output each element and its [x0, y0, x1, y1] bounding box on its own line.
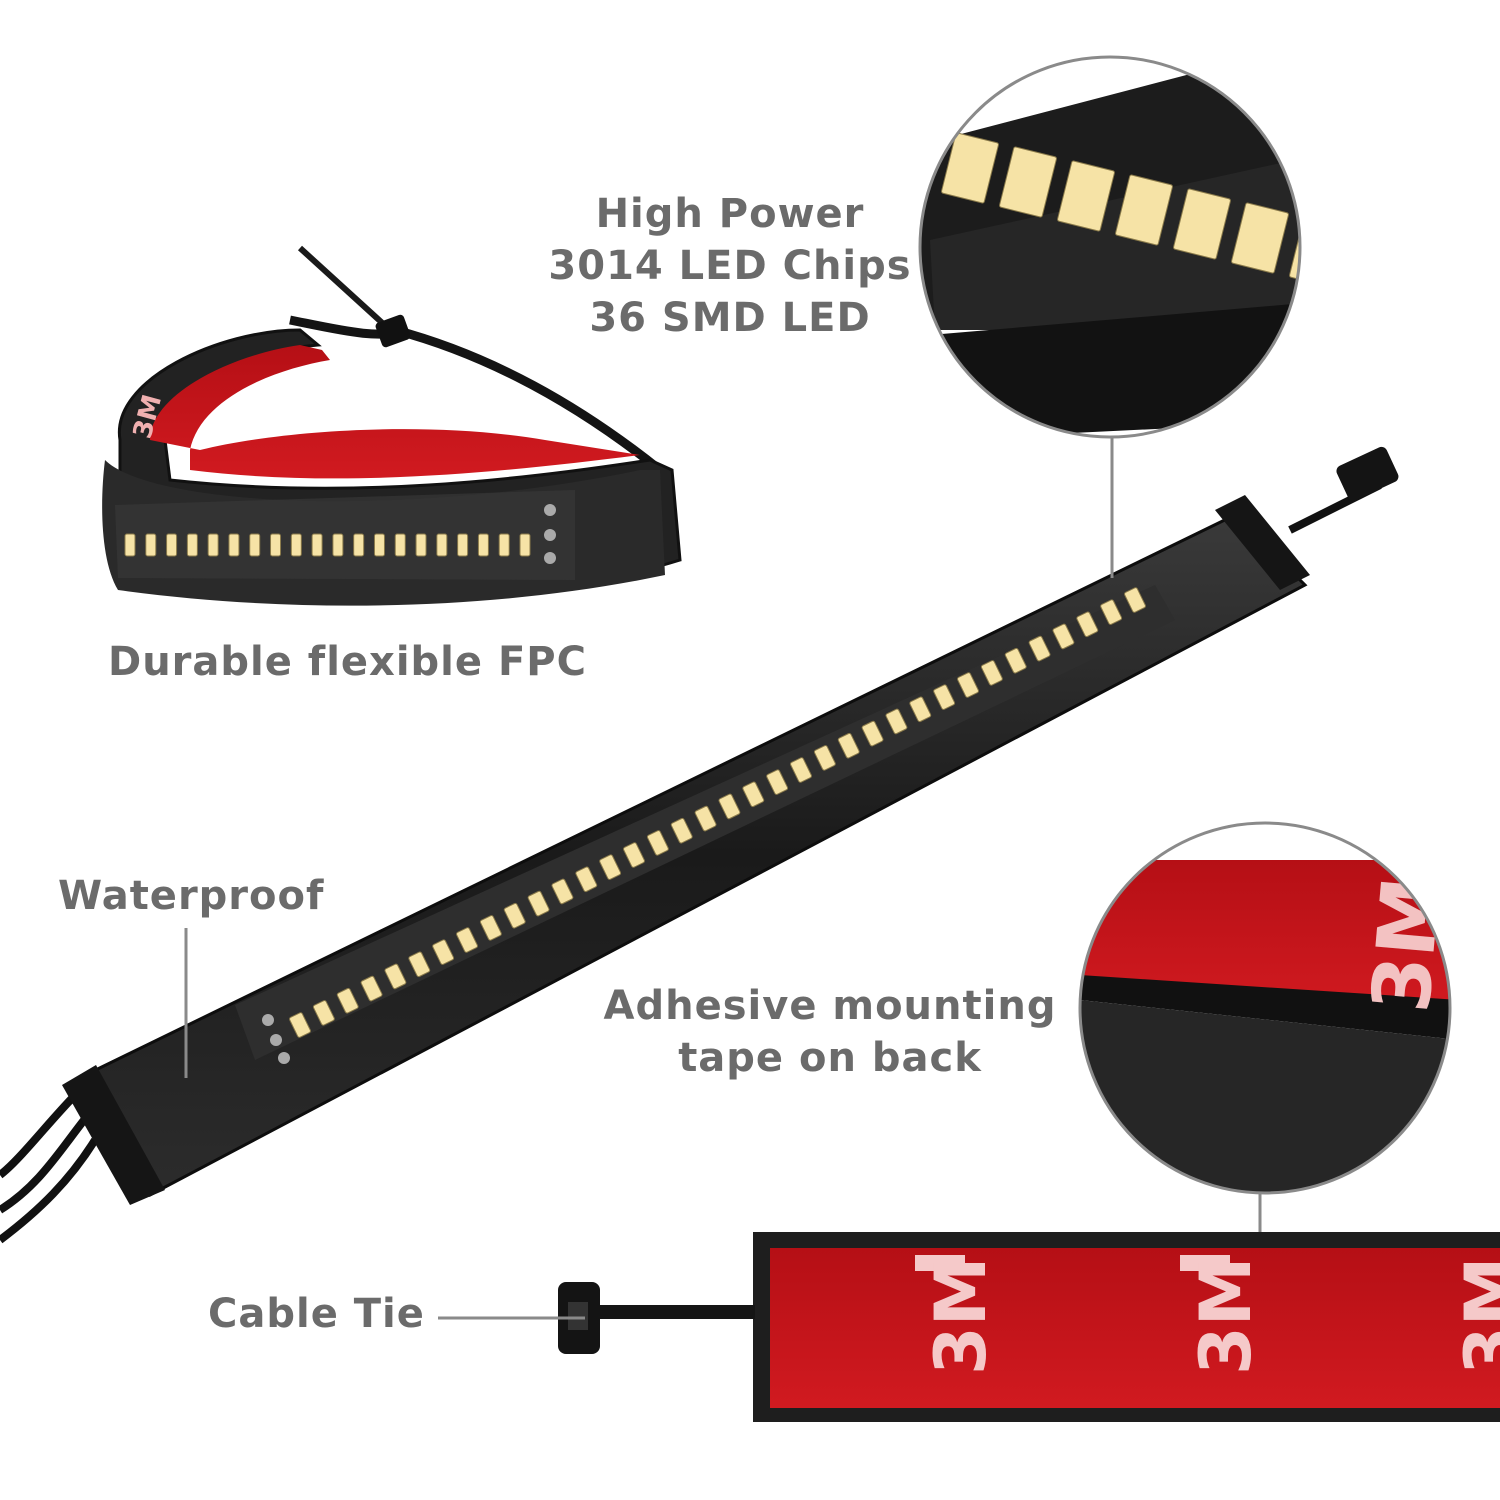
led-chip	[408, 951, 431, 978]
high-power-line-3: 36 SMD LED	[589, 295, 871, 341]
led-chip	[1028, 635, 1051, 662]
led-chip	[980, 660, 1003, 686]
led-chip	[837, 732, 860, 759]
led-chip-zoomed	[1347, 231, 1405, 302]
led-chip-zoomed	[1173, 188, 1231, 260]
led-chip	[1076, 611, 1099, 638]
led-chip	[432, 939, 455, 965]
led-chip	[742, 781, 765, 808]
curved-led-strip: 3M	[102, 245, 682, 606]
led-chip	[373, 533, 385, 557]
led-chip	[527, 890, 550, 917]
led-chip	[360, 975, 383, 1002]
led-chip	[228, 533, 240, 557]
svg-text:3M: 3M	[920, 1257, 1002, 1375]
svg-text:3M: 3M	[1185, 1257, 1267, 1375]
led-chip	[477, 533, 489, 557]
fpc-label: Durable flexible FPC	[108, 636, 587, 688]
led-chip	[813, 745, 836, 771]
led-chip	[207, 533, 219, 557]
led-chip	[384, 963, 407, 990]
led-chip	[861, 720, 884, 747]
led-chip	[694, 805, 717, 832]
strip-back-side: 3M 3M 3M	[558, 1232, 1500, 1422]
led-chip-zoomed	[1057, 160, 1115, 232]
led-chip	[1052, 623, 1075, 650]
adhesive-label: Adhesive mounting tape on back	[600, 980, 1060, 1084]
high-power-label: High Power 3014 LED Chips 36 SMD LED	[540, 188, 920, 344]
led-chip	[336, 987, 359, 1014]
high-power-line-2: 3014 LED Chips	[548, 243, 912, 289]
led-chip	[290, 533, 302, 557]
led-chips-zoom-circle	[918, 55, 1405, 439]
led-chip	[599, 854, 622, 880]
led-chip	[415, 533, 427, 557]
svg-text:3M: 3M	[1354, 873, 1458, 1016]
led-chip	[353, 533, 365, 557]
led-chip	[289, 1012, 311, 1038]
waterproof-text: Waterproof	[58, 873, 325, 919]
led-chip-zoomed	[941, 132, 999, 204]
led-chip	[718, 793, 741, 820]
led-chip	[885, 708, 908, 735]
led-chip	[249, 533, 261, 557]
led-chip	[394, 533, 406, 557]
led-chip	[503, 902, 526, 929]
cable-tie-text: Cable Tie	[208, 1291, 425, 1337]
fpc-text: Durable flexible FPC	[108, 639, 587, 685]
led-chip	[1124, 587, 1146, 613]
led-chip	[332, 533, 344, 557]
led-chip	[498, 533, 510, 557]
adhesive-zoom-circle: 3M	[1078, 821, 1458, 1195]
led-chip-zoomed	[1115, 174, 1173, 246]
led-chip	[519, 533, 531, 557]
led-chip-zoomed	[1231, 202, 1289, 274]
led-chip-zoomed	[1289, 216, 1300, 288]
led-chip	[933, 684, 956, 710]
led-chip	[166, 533, 178, 557]
led-chip-zoomed	[999, 146, 1057, 218]
led-chip	[270, 533, 282, 557]
led-chip	[766, 769, 789, 795]
cable-tie-label: Cable Tie	[208, 1288, 425, 1340]
led-chip	[1100, 599, 1123, 625]
waterproof-label: Waterproof	[58, 870, 324, 922]
led-chip	[670, 817, 693, 844]
led-chip	[456, 927, 478, 953]
led-chip	[623, 842, 645, 868]
led-chip	[457, 533, 469, 557]
led-chip	[124, 533, 136, 557]
led-chip	[575, 866, 598, 893]
svg-text:3M: 3M	[1450, 1257, 1500, 1375]
high-power-line-1: High Power	[595, 191, 865, 237]
led-chip	[479, 915, 502, 941]
led-chip	[551, 878, 574, 905]
led-chip	[790, 757, 812, 783]
led-chip	[186, 533, 198, 557]
led-chip	[1004, 647, 1027, 674]
led-chip	[311, 533, 323, 557]
led-chip	[957, 672, 979, 698]
adhesive-line-2: tape on back	[678, 1035, 982, 1081]
led-chip	[909, 696, 932, 723]
led-chip	[312, 1000, 335, 1026]
led-chip	[436, 533, 448, 557]
led-chip	[646, 830, 669, 856]
adhesive-line-1: Adhesive mounting	[603, 983, 1057, 1029]
led-chip	[145, 533, 157, 557]
main-led-strip	[0, 446, 1399, 1244]
